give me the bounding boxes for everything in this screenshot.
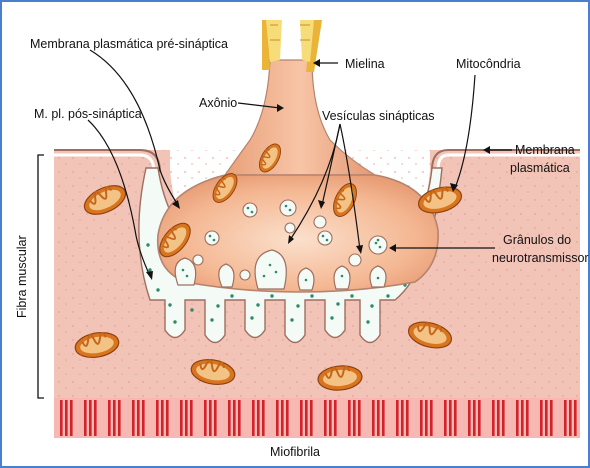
myofibril-stripe — [233, 400, 236, 436]
myofibril-stripe — [382, 400, 385, 436]
myofibril-stripe — [497, 400, 500, 436]
myofibril-stripe — [305, 400, 308, 436]
myofibril-stripe — [65, 400, 68, 436]
myofibril-stripe — [161, 400, 164, 436]
myofibril-stripe — [209, 400, 212, 436]
myofibril-stripe — [444, 400, 447, 436]
myofibril-stripe — [334, 400, 337, 436]
myofibril-stripe — [569, 400, 572, 436]
myofibril-stripe — [526, 400, 529, 436]
myofibril-stripe — [348, 400, 351, 436]
myofibril-stripe — [108, 400, 111, 436]
label-axon: Axônio — [199, 96, 237, 110]
label-plasma-membrane-2: plasmática — [510, 161, 570, 175]
myofibril-stripe — [276, 400, 279, 436]
myofibril-stripe — [300, 400, 303, 436]
myofibril-stripe — [252, 400, 255, 436]
myofibril-stripe — [377, 400, 380, 436]
myofibril-stripe — [473, 400, 476, 436]
label-myofibril: Miofibrila — [270, 445, 320, 459]
myofibril-stripe — [257, 400, 260, 436]
label-synaptic-vesicles: Vesículas sinápticas — [322, 109, 435, 123]
myofibril-stripe — [521, 400, 524, 436]
myofibril-stripe — [449, 400, 452, 436]
myofibril-stripe — [406, 400, 409, 436]
myofibril-stripe — [329, 400, 332, 436]
label-plasma-membrane-1: Membrana — [515, 143, 575, 157]
myofibril-stripe — [358, 400, 361, 436]
myofibril-stripe — [70, 400, 73, 436]
myofibril-stripe — [214, 400, 217, 436]
myofibril-stripe — [142, 400, 145, 436]
myofibril-stripe — [353, 400, 356, 436]
myofibril-stripe — [324, 400, 327, 436]
myofibril-stripe — [545, 400, 548, 436]
label-presynaptic-membrane: Membrana plasmática pré-sináptica — [30, 37, 228, 51]
myofibril-band — [54, 398, 580, 438]
label-postsynaptic-membrane: M. pl. pós-sináptica — [34, 107, 142, 121]
myofibril-stripe — [468, 400, 471, 436]
myofibril-stripe — [502, 400, 505, 436]
myofibril-stripe — [401, 400, 404, 436]
label-granules-1: Grânulos do — [503, 233, 571, 247]
label-granules-2: neurotransmissor — [492, 251, 589, 265]
myofibril-stripe — [84, 400, 87, 436]
myofibril-stripe — [281, 400, 284, 436]
myofibril-stripe — [262, 400, 265, 436]
myofibril-stripe — [132, 400, 135, 436]
myofibril-stripe — [190, 400, 193, 436]
myofibril-stripe — [118, 400, 121, 436]
myofibril-stripe — [286, 400, 289, 436]
myofibril-stripe — [228, 400, 231, 436]
myofibril-stripe — [60, 400, 63, 436]
myofibril-stripe — [137, 400, 140, 436]
myofibril-stripe — [420, 400, 423, 436]
myofibril-stripe — [113, 400, 116, 436]
myofibril-stripe — [492, 400, 495, 436]
myofibril-stripe — [478, 400, 481, 436]
myofibril-stripe — [540, 400, 543, 436]
myofibril-stripe — [166, 400, 169, 436]
myofibril-stripe — [425, 400, 428, 436]
myofibril-stripe — [372, 400, 375, 436]
label-muscle-fiber: Fibra muscular — [15, 235, 29, 318]
presynaptic-terminal — [158, 175, 438, 292]
myofibril-stripe — [89, 400, 92, 436]
myofibril-stripe — [550, 400, 553, 436]
label-myelin: Mielina — [345, 57, 385, 71]
myofibril-stripe — [430, 400, 433, 436]
myofibril-stripe — [396, 400, 399, 436]
label-mitochondria: Mitocôndria — [456, 57, 521, 71]
myofibril-stripe — [185, 400, 188, 436]
myofibril-stripe — [180, 400, 183, 436]
myofibril-stripe — [516, 400, 519, 436]
myofibril-stripe — [310, 400, 313, 436]
myofibril-stripe — [564, 400, 567, 436]
myofibril-stripe — [574, 400, 577, 436]
myofibril-stripe — [454, 400, 457, 436]
myofibril-stripe — [204, 400, 207, 436]
myofibril-stripe — [94, 400, 97, 436]
myofibril-stripe — [156, 400, 159, 436]
myofibril-stripe — [238, 400, 241, 436]
